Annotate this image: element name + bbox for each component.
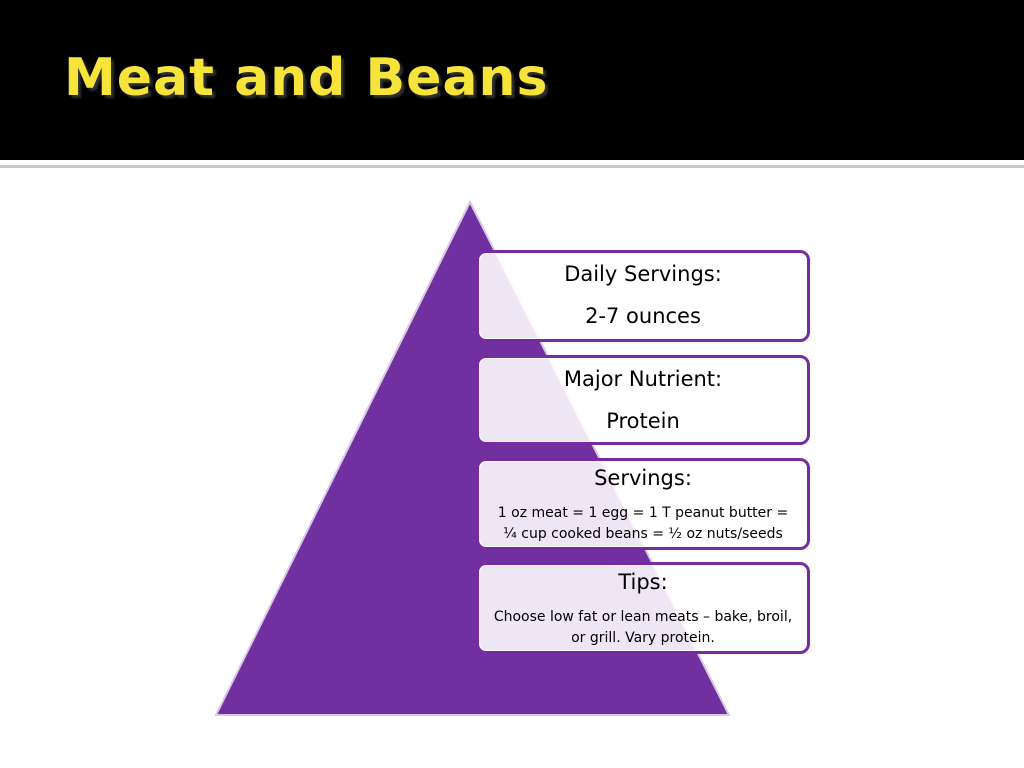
servings-box: Servings: 1 oz meat = 1 egg = 1 T peanut… bbox=[476, 458, 810, 550]
tips-box: Tips: Choose low fat or lean meats – bak… bbox=[476, 562, 810, 654]
servings-heading: Servings: bbox=[594, 466, 692, 490]
servings-equivalents: 1 oz meat = 1 egg = 1 T peanut butter = … bbox=[497, 505, 789, 542]
title-bar: Meat and Beans bbox=[0, 0, 1024, 168]
slide-title: Meat and Beans bbox=[64, 48, 549, 108]
tips-text: Choose low fat or lean meats – bake, bro… bbox=[493, 609, 793, 646]
tips-heading: Tips: bbox=[618, 570, 668, 594]
daily-servings-value: 2-7 ounces bbox=[585, 304, 701, 328]
major-nutrient-heading: Major Nutrient: bbox=[563, 367, 723, 391]
daily-servings-box: Daily Servings: 2-7 ounces bbox=[476, 250, 810, 342]
major-nutrient-box: Major Nutrient: Protein bbox=[476, 355, 810, 445]
daily-servings-heading: Daily Servings: bbox=[564, 262, 722, 286]
title-divider bbox=[0, 165, 1024, 168]
major-nutrient-value: Protein bbox=[606, 409, 680, 433]
